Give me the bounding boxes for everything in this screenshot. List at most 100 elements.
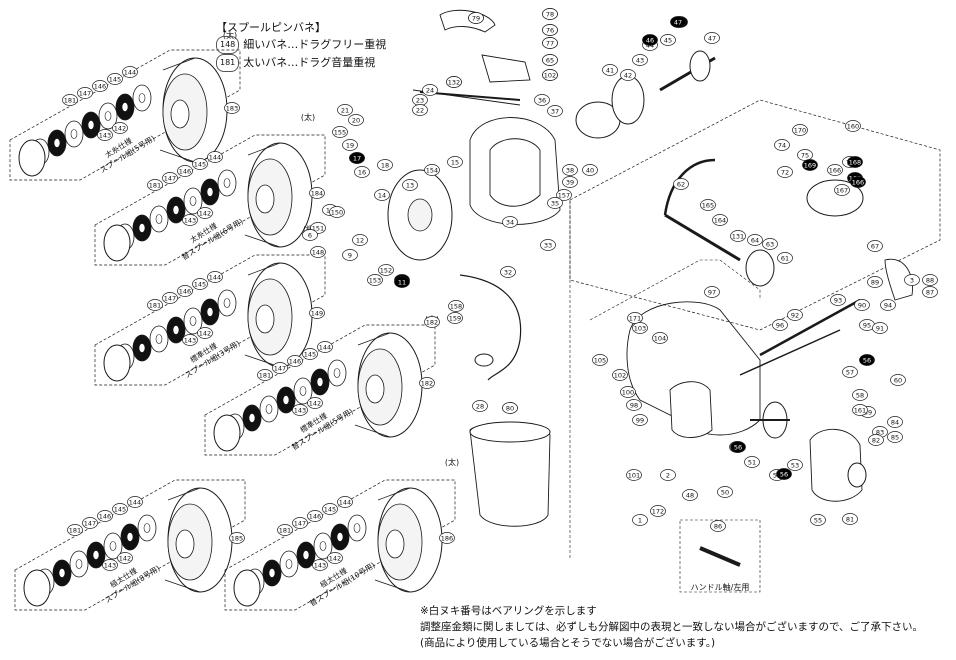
callout-number: 102 bbox=[544, 71, 556, 79]
callout-bubble bbox=[540, 239, 556, 251]
pinion-gear bbox=[689, 50, 711, 82]
part-callout: 75 bbox=[797, 149, 813, 161]
callout-bubble bbox=[660, 469, 676, 481]
part-callout: 143 bbox=[182, 334, 198, 346]
part-callout: 50 bbox=[717, 486, 733, 498]
part-callout: 146 bbox=[177, 285, 193, 297]
part-callout: 168 bbox=[847, 156, 863, 168]
part-callout: 9 bbox=[342, 249, 358, 261]
part-callout: 94 bbox=[880, 299, 896, 311]
callout-number: 144 bbox=[124, 68, 136, 76]
callout-number: 39 bbox=[566, 178, 574, 186]
group-frame bbox=[9, 49, 241, 181]
part-callout: 102 bbox=[612, 369, 628, 381]
part-callout: 161 bbox=[852, 404, 868, 416]
part-callout: 23 bbox=[412, 94, 428, 106]
washer-hole bbox=[138, 93, 146, 103]
washer-note: 調整座金類に関しましては、必ずしも分解図中の表現と一致しない場合がございますので… bbox=[420, 621, 924, 633]
callout-number: 143 bbox=[184, 336, 196, 344]
callout-bubble bbox=[302, 229, 318, 241]
callout-bubble bbox=[845, 120, 861, 132]
part-callout: 11 bbox=[394, 276, 410, 288]
part-callout: 38 bbox=[562, 164, 578, 176]
callout-number: 63 bbox=[766, 240, 774, 248]
callout-number: 164 bbox=[714, 216, 726, 224]
callout-bubble bbox=[562, 164, 578, 176]
part-callout: 144 bbox=[127, 496, 143, 508]
callout-bubble bbox=[747, 234, 763, 246]
part-callout: 97 bbox=[704, 286, 720, 298]
sleeve-top bbox=[469, 421, 551, 443]
part-callout: 142 bbox=[117, 552, 133, 564]
callout-bubble bbox=[502, 216, 518, 228]
spool-hub bbox=[255, 304, 275, 334]
spool-hub bbox=[175, 529, 195, 559]
part-callout: 46 bbox=[642, 34, 658, 46]
callout-number: 148 bbox=[312, 248, 324, 256]
callout-bubble bbox=[887, 431, 903, 443]
callout-number: 144 bbox=[129, 498, 141, 506]
callout-bubble bbox=[730, 441, 746, 453]
part-callout: 170 bbox=[792, 124, 808, 136]
handle-axis-pin bbox=[699, 546, 741, 567]
callout-number: 22 bbox=[416, 106, 424, 114]
callout-number: 142 bbox=[114, 124, 126, 132]
part-callout: 72 bbox=[777, 166, 793, 178]
callout-bubble bbox=[872, 322, 888, 334]
part-callout: 20 bbox=[348, 114, 364, 126]
callout-number: 155 bbox=[334, 128, 346, 136]
callout-bubble bbox=[332, 126, 348, 138]
part-callout: 77 bbox=[542, 37, 558, 49]
callout-bubble bbox=[602, 64, 618, 76]
callout-number: 38 bbox=[566, 166, 574, 174]
part-callout: 82 bbox=[868, 434, 884, 446]
callout-number: 57 bbox=[846, 368, 854, 376]
part-callout: 185 bbox=[229, 532, 245, 544]
callout-bubble bbox=[207, 271, 223, 283]
callout-number: 35 bbox=[551, 199, 559, 207]
callout-bubble bbox=[922, 286, 938, 298]
callout-bubble bbox=[673, 178, 689, 190]
callout-bubble bbox=[787, 309, 803, 321]
callout-bubble bbox=[592, 354, 608, 366]
legend-text: 細いバネ…ドラグフリー重視 bbox=[243, 38, 387, 51]
callout-number: 14 bbox=[378, 191, 386, 199]
washer-hole bbox=[53, 138, 61, 148]
callout-number: 17 bbox=[353, 154, 361, 162]
callout-number: 2 bbox=[666, 471, 670, 479]
washer-hole bbox=[58, 568, 66, 578]
callout-number: 145 bbox=[114, 505, 126, 513]
callout-bubble bbox=[867, 276, 883, 288]
callout-bubble bbox=[112, 122, 128, 134]
callout-number: 76 bbox=[546, 26, 554, 34]
part-callout: 152 bbox=[378, 264, 394, 276]
part-callout: 33 bbox=[540, 239, 556, 251]
spool-cap bbox=[18, 139, 46, 177]
part-callout: 145 bbox=[302, 348, 318, 360]
callout-number: 97 bbox=[708, 288, 716, 296]
callout-bubble bbox=[67, 524, 83, 536]
callout-bubble bbox=[710, 520, 726, 532]
spool-pin-spring-legend: 【スプールピンバネ】 148 細いバネ…ドラグフリー重視 181 太いバネ…ドラ… bbox=[216, 20, 386, 72]
part-callout: 144 bbox=[207, 271, 223, 283]
callout-bubble bbox=[307, 510, 323, 522]
callout-bubble bbox=[842, 366, 858, 378]
callout-bubble bbox=[582, 164, 598, 176]
callout-number: 9 bbox=[348, 251, 352, 259]
callout-bubble bbox=[342, 139, 358, 151]
part-callout: 42 bbox=[620, 69, 636, 81]
callout-bubble bbox=[556, 189, 572, 201]
callout-number: 87 bbox=[926, 288, 934, 296]
callout-number: 43 bbox=[636, 56, 644, 64]
callout-number: 28 bbox=[476, 402, 484, 410]
bail-plate-hub bbox=[407, 198, 433, 232]
callout-number: 94 bbox=[884, 301, 892, 309]
line-roller bbox=[474, 353, 494, 367]
spring-tag: (太) bbox=[445, 457, 459, 467]
spring-tag: (太) bbox=[223, 30, 237, 40]
part-callout: 37 bbox=[547, 105, 563, 117]
part-callout: 131 bbox=[730, 230, 746, 242]
callout-number: 60 bbox=[894, 376, 902, 384]
part-callout: 144 bbox=[122, 66, 138, 78]
part-callout: 169 bbox=[802, 159, 818, 171]
